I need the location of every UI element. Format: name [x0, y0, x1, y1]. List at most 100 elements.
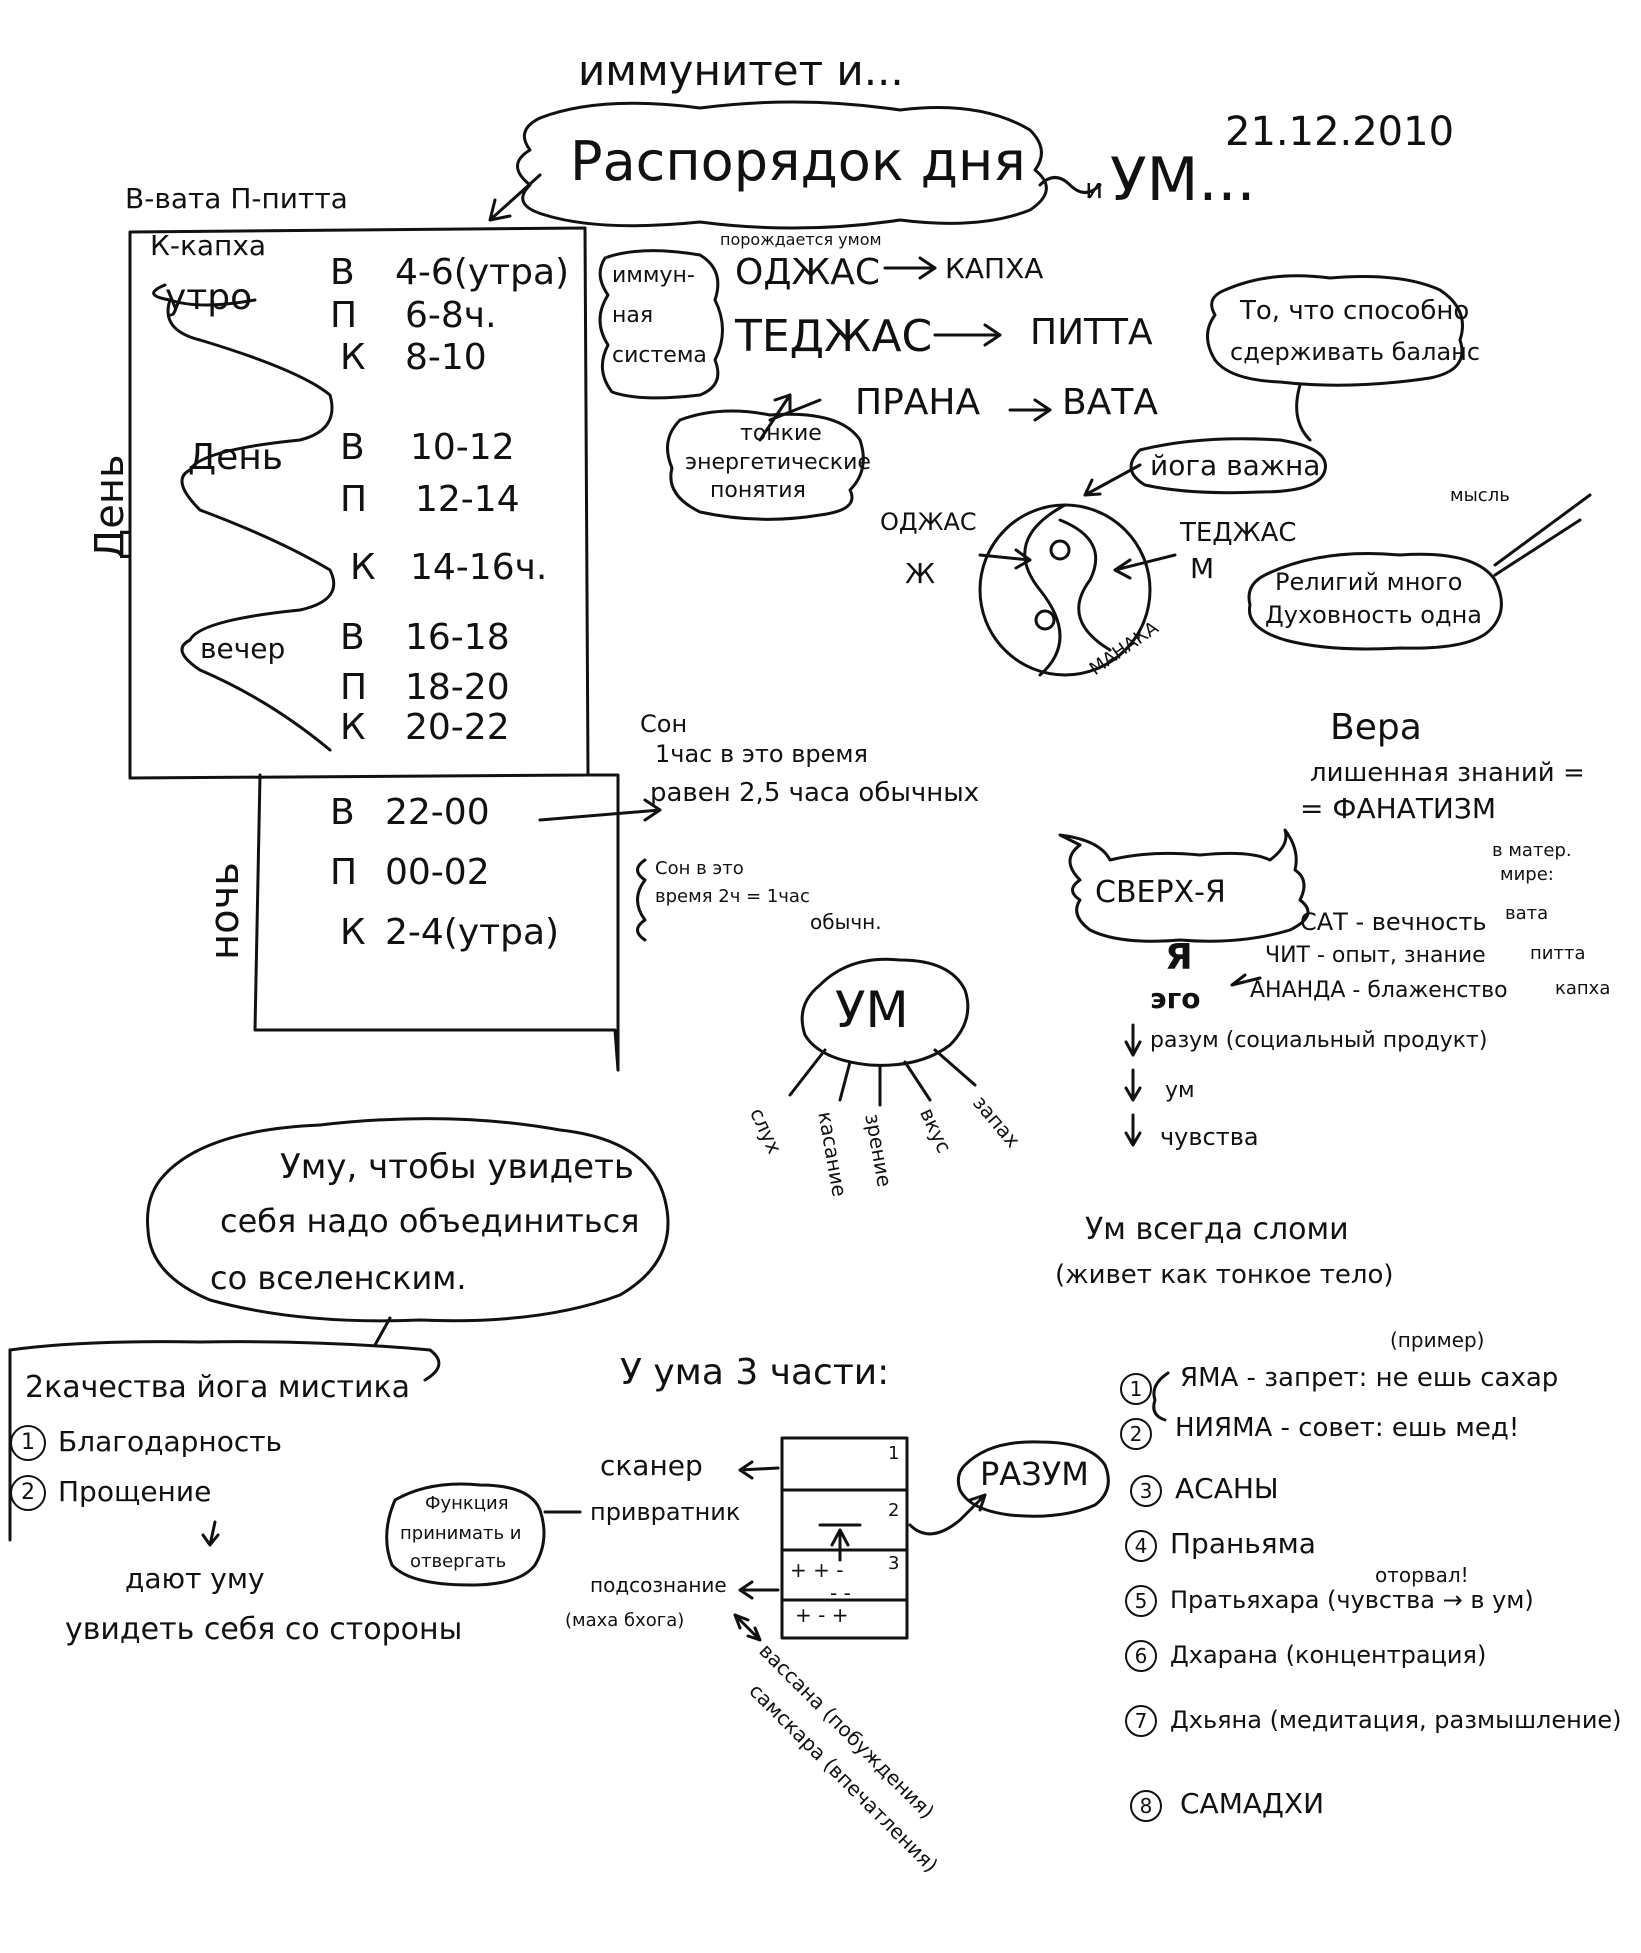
- time-range: 4-6(утра): [395, 252, 570, 293]
- ojas-side-label: ОДЖАС: [880, 508, 977, 536]
- step-item: Дхарана (концентрация): [1170, 1641, 1487, 1669]
- time-range: 18-20: [405, 667, 510, 708]
- step-number: 2: [1120, 1418, 1152, 1450]
- ego-label: эго: [1150, 982, 1201, 1015]
- dosha-letter: П: [330, 295, 358, 336]
- mind-quote-line: со вселенским.: [210, 1259, 467, 1297]
- time-range: 6-8ч.: [405, 295, 497, 336]
- subtle-concepts: энергетические: [685, 450, 871, 475]
- wave-utro: [166, 298, 334, 472]
- quality-item: Прощение: [58, 1475, 212, 1508]
- um-line: ум: [1165, 1078, 1195, 1103]
- subconscious-label: подсознание: [590, 1573, 727, 1597]
- sleep-note-line: Сон: [640, 710, 688, 738]
- quality-item: Благодарность: [58, 1425, 283, 1458]
- den-label: День: [188, 437, 284, 478]
- time-range: 2-4(утра): [385, 912, 560, 953]
- balance-cloud: [1206, 274, 1464, 387]
- m-label: М: [1190, 552, 1215, 585]
- title-um: УМ...: [1110, 145, 1256, 215]
- example-label: (пример): [1390, 1328, 1485, 1352]
- title-and: и: [1085, 172, 1104, 205]
- dosha-letter: К: [340, 337, 366, 378]
- religion-text: Духовность одна: [1265, 601, 1482, 629]
- prana-label: ПРАНА: [855, 382, 981, 423]
- three-parts-title: У ума 3 части:: [620, 1352, 890, 1393]
- pitta-side: питта: [1530, 943, 1586, 964]
- dosha-letter: П: [330, 852, 358, 893]
- part-number: 1: [888, 1443, 900, 1464]
- step-item: САМАДХИ: [1180, 1787, 1325, 1820]
- signs-row: - -: [830, 1581, 851, 1605]
- quality-number: 1: [10, 1425, 46, 1461]
- time-range: 16-18: [405, 617, 510, 658]
- razum-box-label: РАЗУМ: [980, 1455, 1089, 1493]
- qualities-result: увидеть себя со стороны: [65, 1612, 463, 1647]
- mind-note-line: Ум всегда сломи: [1085, 1212, 1349, 1247]
- sat-line: САТ - вечность: [1300, 908, 1487, 936]
- religion-cloud: [1247, 552, 1503, 651]
- dosha-letter: В: [340, 427, 365, 468]
- kapha-side: капха: [1555, 978, 1611, 999]
- step-number: 1: [1120, 1373, 1152, 1405]
- tejas-side-label: ТЕДЖАС: [1180, 518, 1297, 548]
- gatekeeper-label: привратник: [590, 1498, 741, 1526]
- step-item: Праньяма: [1170, 1527, 1316, 1560]
- time-range: 8-10: [405, 337, 487, 378]
- mind-quote-line: Уму, чтобы увидеть: [280, 1147, 634, 1187]
- faith-line: = ФАНАТИЗМ: [1300, 792, 1496, 825]
- step-item: Пратьяхара (чувства → в ум): [1170, 1586, 1534, 1614]
- vata-label: ВАТА: [1062, 382, 1158, 423]
- immune-label: ная: [612, 303, 654, 328]
- title-cloud: [516, 100, 1048, 230]
- step-number: 6: [1125, 1640, 1157, 1672]
- material-label: мире:: [1500, 864, 1554, 885]
- date-label: 21.12.2010: [1225, 109, 1455, 155]
- title-arrow: [488, 173, 542, 222]
- step-item: НИЯМА - совет: ешь мед!: [1175, 1413, 1520, 1443]
- vata-side: вата: [1505, 903, 1549, 924]
- time-range: 10-12: [410, 427, 515, 468]
- function-text: отвергать: [410, 1551, 507, 1572]
- den-vertical-label: День: [87, 454, 133, 560]
- page-title: Распорядок дня: [570, 130, 1026, 193]
- step-number: 4: [1125, 1530, 1157, 1562]
- dosha-letter: В: [340, 617, 365, 658]
- maha-label: (маха бхога): [565, 1610, 685, 1631]
- function-cloud: [385, 1482, 546, 1587]
- ananda-line: АНАНДА - блаженство: [1250, 978, 1508, 1003]
- super-ego-label: СВЕРХ-Я: [1095, 875, 1226, 910]
- ojas-note: порождается умом: [720, 230, 882, 249]
- mind-center-label: УМ: [835, 981, 909, 1039]
- arrow-razum: [1124, 1023, 1142, 1057]
- arrow-tejas: [933, 323, 1002, 347]
- night-note-line: время 2ч = 1час: [655, 886, 810, 907]
- step-item: ЯМА - запрет: не ешь сахар: [1180, 1363, 1559, 1393]
- immune-label: система: [612, 343, 707, 368]
- mind-quote-line: себя надо объединиться: [220, 1202, 640, 1240]
- kapha-label: КАПХА: [945, 252, 1044, 285]
- mind-cloud: [800, 957, 970, 1067]
- faith-line: лишенная знаний =: [1310, 758, 1585, 788]
- step-item: АСАНЫ: [1175, 1472, 1279, 1505]
- dosha-letter: К: [340, 707, 366, 748]
- zh-label: Ж: [905, 557, 936, 590]
- ya-label: Я: [1165, 937, 1193, 978]
- torn-label: оторвал!: [1375, 1563, 1469, 1587]
- arrow-prana: [1008, 398, 1052, 422]
- mind-quote-cloud: [146, 1117, 670, 1323]
- noch-vertical-label: ночь: [202, 862, 248, 960]
- mind-note-line: (живет как тонкое тело): [1055, 1260, 1394, 1290]
- balance-text: сдерживать баланс: [1230, 338, 1481, 366]
- mind-parts-box: [780, 1436, 909, 1640]
- night-arrow: [538, 798, 662, 822]
- time-range: 20-22: [405, 707, 510, 748]
- step-number: 3: [1130, 1475, 1162, 1507]
- razum-cloud: [956, 1440, 1110, 1518]
- vecher-label: вечер: [200, 632, 286, 665]
- dosha-letter: К: [350, 547, 376, 588]
- balance-text: То, что способно: [1240, 296, 1470, 326]
- step-number: 7: [1125, 1705, 1157, 1737]
- time-range: 12-14: [415, 479, 520, 520]
